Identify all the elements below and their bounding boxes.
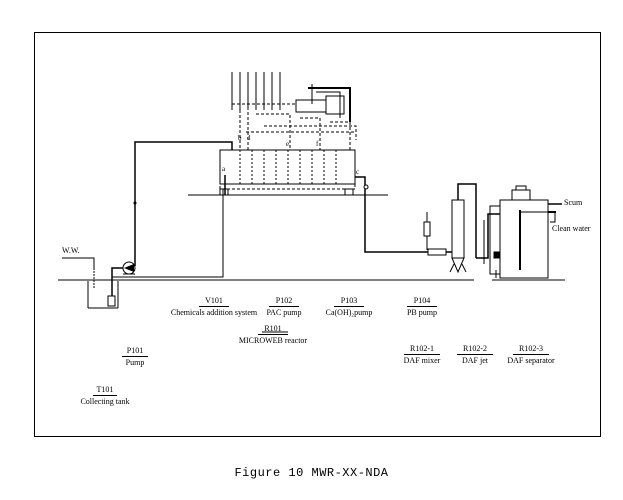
point-e: e [286, 140, 290, 148]
daf-mixer [449, 183, 477, 274]
code-v101: V101 [199, 296, 229, 307]
scum-label: Scum [564, 198, 583, 207]
name-p101: Pump [125, 358, 145, 367]
code-r102-3: R102-3 [513, 344, 549, 355]
pump-p101 [122, 261, 136, 275]
diagram-frame [34, 32, 601, 437]
name-p102: PAC pump [266, 308, 302, 317]
name-r101: MICROWEB reactor [238, 336, 308, 345]
point-b: b [238, 134, 242, 142]
code-p102: P102 [269, 296, 299, 307]
name-r102-2: DAF jet [462, 356, 488, 365]
feed-line-to-reactor [134, 141, 233, 266]
daf-separator [476, 185, 549, 279]
code-r102-2: R102-2 [457, 344, 493, 355]
code-p103: P103 [334, 296, 364, 307]
code-r101: R101 [258, 324, 288, 335]
label-p103: P103 Ca(OH)₂pump [314, 296, 384, 317]
label-r102-3: R102-3 DAF separator [500, 344, 562, 365]
name-p104: PB pump [406, 308, 437, 317]
chemicals-addition-system [231, 72, 351, 122]
name-t101: Collecting tank [80, 397, 130, 406]
code-t101: T101 [93, 385, 117, 396]
code-p104: P104 [407, 296, 437, 307]
code-p101: P101 [122, 346, 148, 357]
point-c: c [356, 168, 360, 176]
name-v101: Chemicals addition system [170, 308, 258, 317]
label-p104: P104 PB pump [396, 296, 448, 317]
reactor-return-line [112, 189, 224, 278]
point-f: f [316, 140, 319, 148]
label-r101: R101 MICROWEB reactor [226, 324, 320, 345]
label-v101: V101 Chemicals addition system [154, 296, 274, 317]
microweb-reactor [219, 149, 356, 196]
collecting-tank [87, 268, 119, 309]
inline-mixer [427, 248, 447, 256]
label-p102: P102 PAC pump [258, 296, 310, 317]
pb-dosing-unit [423, 212, 431, 250]
point-a: a [222, 165, 226, 173]
code-r102-1: R102-1 [404, 344, 440, 355]
name-r102-1: DAF mixer [403, 356, 441, 365]
clean-water-label: Clean water [552, 224, 591, 233]
dosing-lines [239, 110, 357, 150]
ww-inflow-line [62, 257, 95, 270]
name-p103: Ca(OH)₂pump [325, 308, 373, 317]
pump-suction-line [111, 267, 123, 296]
label-r102-2: R102-2 DAF jet [452, 344, 498, 365]
label-r102-1: R102-1 DAF mixer [396, 344, 448, 365]
figure-caption: Figure 10 MWR-XX-NDA [234, 466, 389, 480]
label-t101: T101 Collecting tank [70, 385, 140, 406]
inlet-label: W.W. [62, 246, 80, 255]
reactor-outlet-line [355, 176, 428, 253]
label-p101: P101 Pump [112, 346, 158, 367]
point-d: d [247, 134, 251, 142]
clean-water-outlet [520, 211, 556, 223]
name-r102-3: DAF separator [507, 356, 555, 365]
